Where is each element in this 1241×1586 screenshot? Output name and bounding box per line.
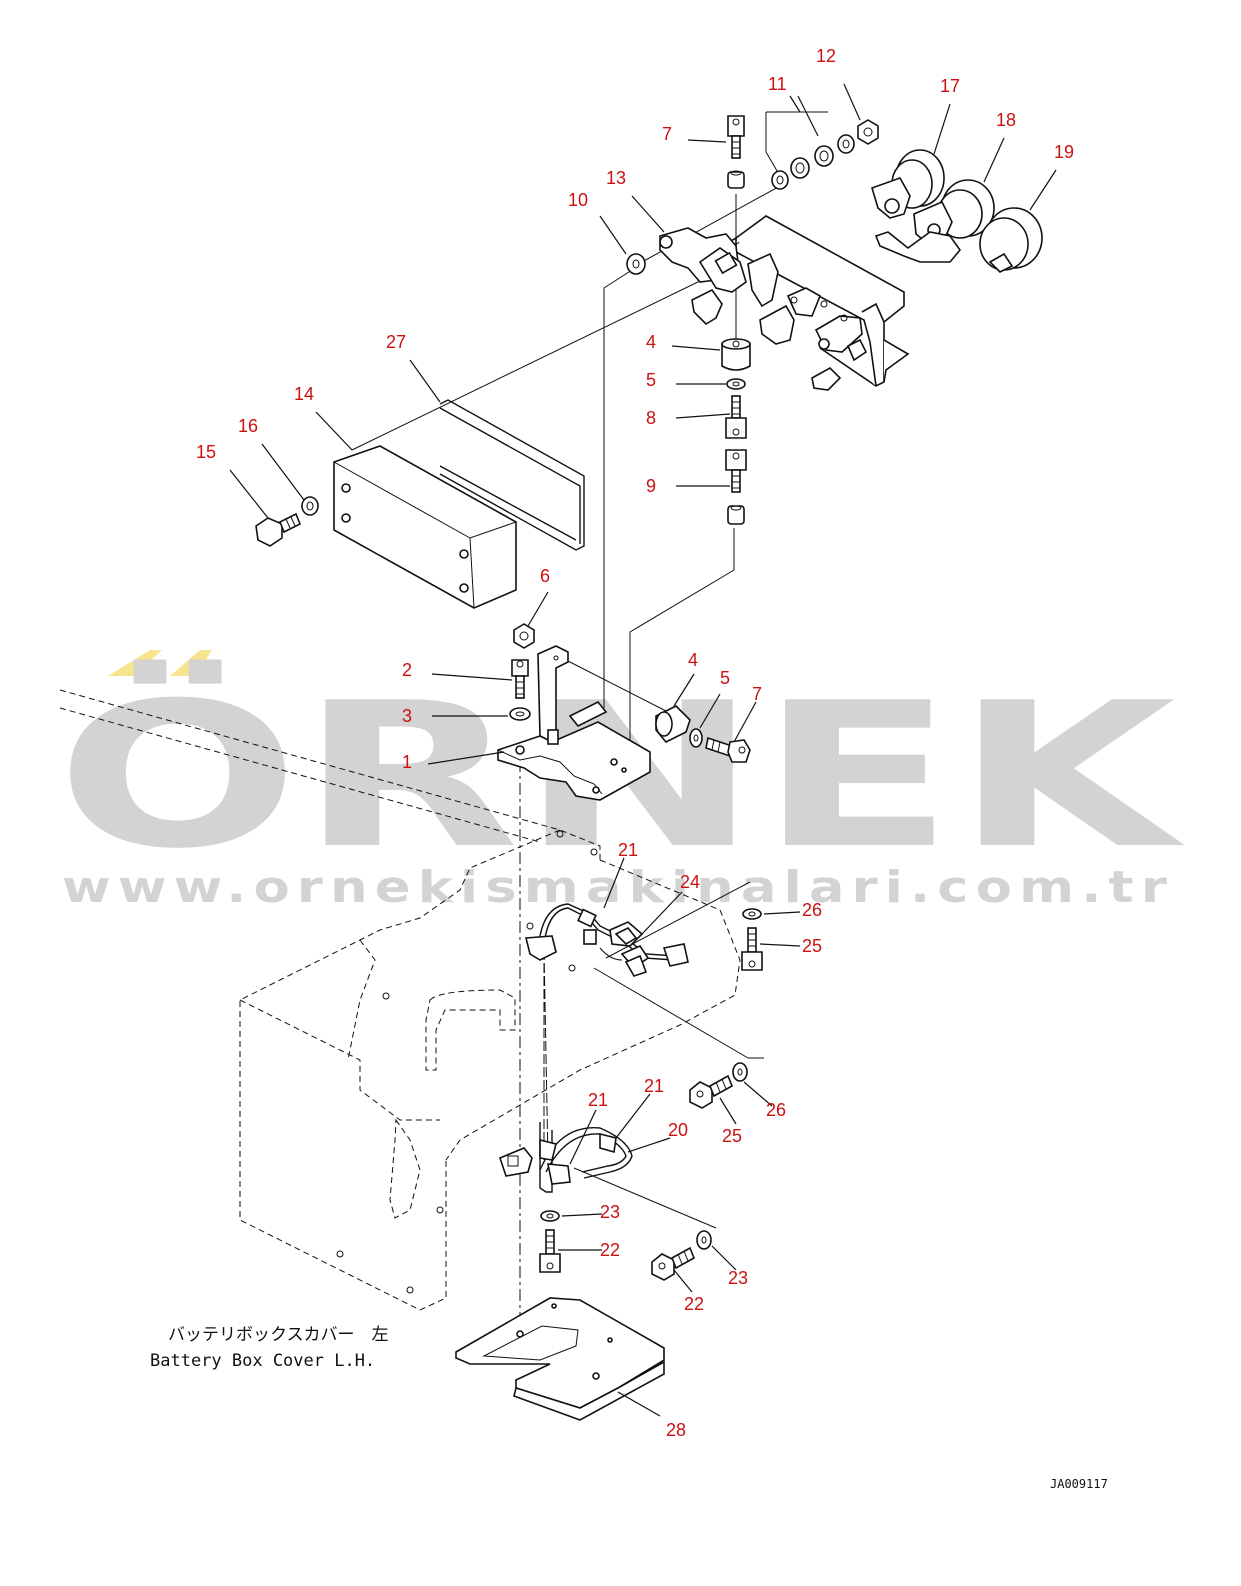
callout-14: 14 <box>294 384 314 404</box>
callout-labels: 12 11 17 18 19 7 13 10 27 4 5 8 9 14 16 … <box>196 46 1074 1440</box>
washer-16 <box>301 496 319 516</box>
callout-5-top: 5 <box>646 370 656 390</box>
callout-8: 8 <box>646 408 656 428</box>
callout-22-a: 22 <box>600 1240 620 1260</box>
callout-20: 20 <box>668 1120 688 1140</box>
callout-23-a: 23 <box>600 1202 620 1222</box>
bolt-22-lower <box>651 1246 696 1281</box>
callout-4-lower: 4 <box>688 650 698 670</box>
hardware-upper <box>626 115 879 525</box>
washer-11c <box>790 157 810 179</box>
battery-box-outline <box>59 689 741 1311</box>
callout-19: 19 <box>1054 142 1074 162</box>
washer-23-upper <box>540 1210 560 1222</box>
callout-23-b: 23 <box>728 1268 748 1288</box>
washer-3 <box>509 707 531 721</box>
rubber-mount-4 <box>721 343 751 371</box>
callout-24: 24 <box>680 872 700 892</box>
washer-10 <box>626 253 646 275</box>
assembly-guide-lines <box>351 111 828 1330</box>
callout-11: 11 <box>768 74 787 94</box>
bolt-7-lower <box>705 736 751 763</box>
callout-21-c: 21 <box>644 1076 664 1096</box>
relay-bracket-assembly <box>659 215 910 391</box>
callout-27: 27 <box>386 332 406 352</box>
callout-26-a: 26 <box>802 900 822 920</box>
callout-25-b: 25 <box>722 1126 742 1146</box>
bolt-25-upper <box>741 927 763 971</box>
nut-12 <box>857 119 879 145</box>
leader-lines <box>229 83 1057 1417</box>
callout-21-a: 21 <box>618 840 638 860</box>
callout-17: 17 <box>940 76 960 96</box>
callout-7-top: 7 <box>662 124 672 144</box>
bolt-22-upper <box>539 1229 561 1273</box>
lamp-19 <box>874 207 1043 273</box>
callout-9: 9 <box>646 476 656 496</box>
callout-13: 13 <box>606 168 626 188</box>
gasket-27 <box>439 399 585 551</box>
watermark-accent-right <box>170 650 212 676</box>
washer-26-lower <box>732 1062 748 1082</box>
bolt-7-top <box>727 115 745 137</box>
watermark-accent-left <box>108 650 162 676</box>
washer-11d <box>771 170 789 190</box>
callout-6: 6 <box>540 566 550 586</box>
washer-11b <box>814 145 834 167</box>
caption-japanese: バッテリボックスカバー 左 <box>168 1325 389 1345</box>
lamp-17 <box>871 149 945 219</box>
stud-8 <box>731 395 741 419</box>
bolt-25-lower <box>689 1074 734 1109</box>
lamp-18 <box>913 179 995 245</box>
callout-28: 28 <box>666 1420 686 1440</box>
plate-28 <box>455 1297 665 1421</box>
callout-16: 16 <box>238 416 258 436</box>
bolt-15 <box>255 512 302 547</box>
stud-9 <box>725 449 747 471</box>
harness-upper <box>524 903 689 977</box>
callout-12: 12 <box>816 46 836 66</box>
watermark-url: www.ornekismakinalari.com.tr <box>62 862 1174 913</box>
callout-21-b: 21 <box>588 1090 608 1110</box>
callout-3: 3 <box>402 706 412 726</box>
bracket-1 <box>497 645 651 801</box>
harness-lower <box>499 1122 633 1193</box>
callout-26-b: 26 <box>766 1100 786 1120</box>
callout-15: 15 <box>196 442 216 462</box>
washer-5-top <box>726 378 746 390</box>
cover-14 <box>333 445 517 609</box>
callout-25-a: 25 <box>802 936 822 956</box>
rubber-mount-4-lower <box>655 705 691 743</box>
caption-english: Battery Box Cover L.H. <box>150 1351 375 1371</box>
callout-4-top: 4 <box>646 332 656 352</box>
bolt-2 <box>511 659 529 699</box>
callout-7-lower: 7 <box>752 684 762 704</box>
washer-26-upper <box>742 908 762 920</box>
callout-18: 18 <box>996 110 1016 130</box>
callout-5-lower: 5 <box>720 668 730 688</box>
callout-10: 10 <box>568 190 588 210</box>
callout-1: 1 <box>402 752 412 772</box>
washer-23-lower <box>696 1230 712 1250</box>
callout-22-b: 22 <box>684 1294 704 1314</box>
washer-11a <box>837 134 855 154</box>
nut-6 <box>513 623 535 649</box>
callout-2: 2 <box>402 660 412 680</box>
drawing-code: JA009117 <box>1050 1477 1108 1491</box>
washer-5-lower <box>689 728 703 748</box>
